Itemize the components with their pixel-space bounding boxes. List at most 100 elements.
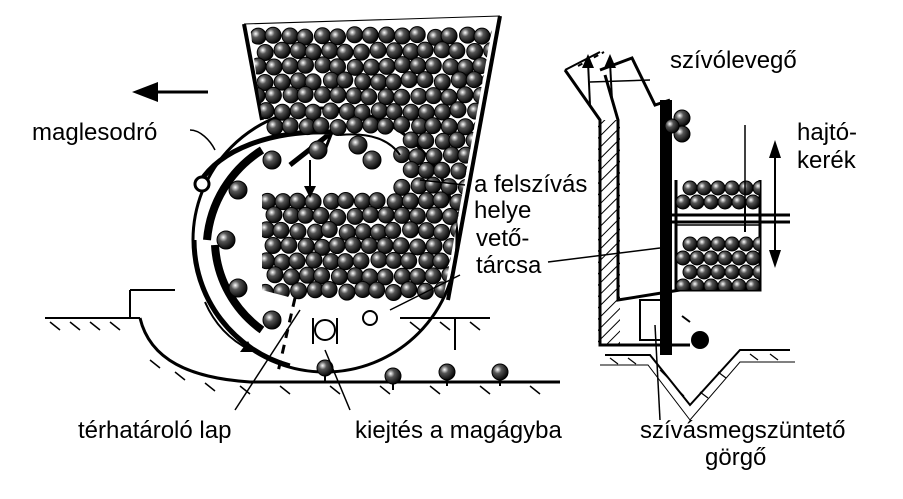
right-seed bbox=[703, 194, 719, 210]
seed bbox=[265, 206, 283, 224]
right-seed bbox=[745, 250, 760, 266]
right-seed bbox=[745, 278, 760, 290]
right-seed bbox=[731, 194, 747, 210]
drive-shaft bbox=[672, 140, 790, 268]
right-seed bbox=[738, 236, 754, 252]
seed bbox=[346, 58, 364, 76]
seed bbox=[354, 281, 372, 299]
seed bbox=[425, 206, 443, 224]
seed bbox=[266, 266, 284, 284]
label-space-limiter: térhatároló lap bbox=[78, 417, 232, 444]
seed bbox=[488, 148, 494, 166]
disc-seed bbox=[262, 150, 282, 170]
leader-lines bbox=[189, 129, 466, 411]
seed bbox=[418, 222, 436, 240]
rotation-arrowhead bbox=[240, 341, 254, 352]
label-release: kiejtés a magágyba bbox=[355, 417, 562, 444]
right-seed bbox=[738, 180, 754, 196]
seed bbox=[377, 206, 395, 224]
right-seed bbox=[676, 194, 691, 210]
seed bbox=[298, 266, 316, 284]
seed bbox=[265, 58, 283, 76]
seed bbox=[256, 283, 274, 301]
travel-direction-arrow bbox=[132, 82, 208, 102]
seed bbox=[393, 88, 411, 106]
seed bbox=[330, 268, 348, 286]
right-seed bbox=[696, 236, 712, 252]
right-seed bbox=[745, 194, 760, 210]
seed bbox=[338, 283, 356, 301]
seed bbox=[416, 41, 434, 59]
seed bbox=[314, 86, 332, 104]
seed bbox=[472, 57, 490, 75]
seed bbox=[456, 86, 474, 104]
right-seed bbox=[717, 194, 733, 210]
seed bbox=[370, 102, 388, 120]
seed bbox=[288, 252, 306, 270]
seed bbox=[323, 192, 341, 210]
seed bbox=[258, 221, 276, 239]
seed bbox=[449, 101, 467, 119]
right-seed bbox=[710, 180, 726, 196]
seed bbox=[304, 73, 322, 91]
seed bbox=[400, 71, 418, 89]
seed-mass bbox=[250, 26, 494, 301]
seed bbox=[360, 88, 378, 106]
seed bbox=[346, 116, 364, 134]
seed bbox=[385, 283, 403, 301]
label-suction-cutoff-1: szívásmegszüntető bbox=[640, 417, 846, 444]
ground-seed bbox=[438, 363, 456, 381]
drop-arrow-right bbox=[681, 315, 691, 323]
seed bbox=[369, 41, 387, 59]
seed bbox=[304, 103, 322, 121]
seed bbox=[361, 206, 379, 224]
seed bbox=[378, 26, 396, 44]
seed bbox=[432, 191, 450, 209]
seed bbox=[353, 103, 371, 121]
seed bbox=[296, 56, 314, 74]
disc-seed bbox=[228, 278, 248, 298]
disc-seed bbox=[262, 310, 282, 330]
leader-lines-right bbox=[547, 125, 746, 421]
seed bbox=[425, 237, 443, 255]
seed bbox=[344, 236, 362, 254]
seed bbox=[408, 26, 426, 44]
label-suction-air: szívólevegő bbox=[670, 47, 797, 74]
seed bbox=[273, 41, 291, 59]
seed bbox=[386, 42, 404, 60]
seed bbox=[352, 252, 370, 270]
label-disc-1: vető- bbox=[476, 225, 530, 252]
dropped-seed-right bbox=[691, 331, 709, 349]
seed bbox=[346, 26, 364, 44]
seed bbox=[418, 192, 436, 210]
seed bbox=[424, 117, 442, 135]
seed bbox=[337, 192, 355, 210]
seed bbox=[336, 253, 354, 271]
seed bbox=[376, 236, 394, 254]
seed bbox=[408, 207, 426, 225]
right-seed bbox=[724, 236, 740, 252]
seed bbox=[417, 161, 435, 179]
right-seed bbox=[738, 264, 754, 280]
seed bbox=[296, 206, 314, 224]
right-seed-mass bbox=[676, 180, 760, 290]
right-seed bbox=[676, 250, 691, 266]
seed bbox=[256, 43, 274, 61]
seed bbox=[320, 221, 338, 239]
seed bbox=[328, 237, 346, 255]
seed bbox=[281, 117, 299, 135]
vertical-seed-disc bbox=[660, 100, 672, 355]
seed bbox=[336, 71, 354, 89]
disc-seed bbox=[362, 150, 382, 170]
seed bbox=[417, 132, 435, 150]
seed bbox=[296, 86, 314, 104]
seed bbox=[281, 27, 299, 45]
seed bbox=[264, 236, 282, 254]
seed bbox=[424, 176, 442, 194]
right-seed bbox=[724, 180, 740, 196]
right-seed bbox=[731, 250, 747, 266]
seed bbox=[361, 26, 379, 44]
seed bbox=[297, 237, 315, 255]
